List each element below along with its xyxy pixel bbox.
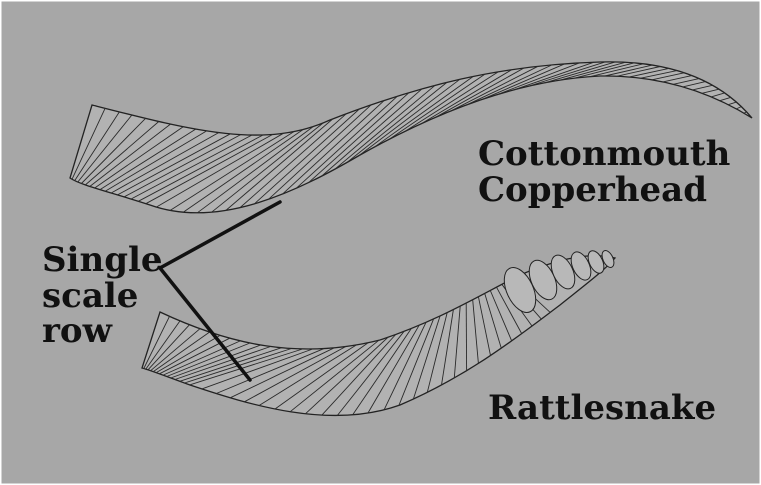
label-cottonmouth: Cottonmouth: [478, 136, 730, 172]
label-copperhead: Copperhead: [478, 172, 707, 208]
callout-label-line3: row: [42, 313, 112, 349]
callout-label-line1: Single: [42, 242, 163, 278]
callout-label-line2: scale: [42, 278, 138, 314]
label-rattlesnake: Rattlesnake: [488, 390, 716, 426]
